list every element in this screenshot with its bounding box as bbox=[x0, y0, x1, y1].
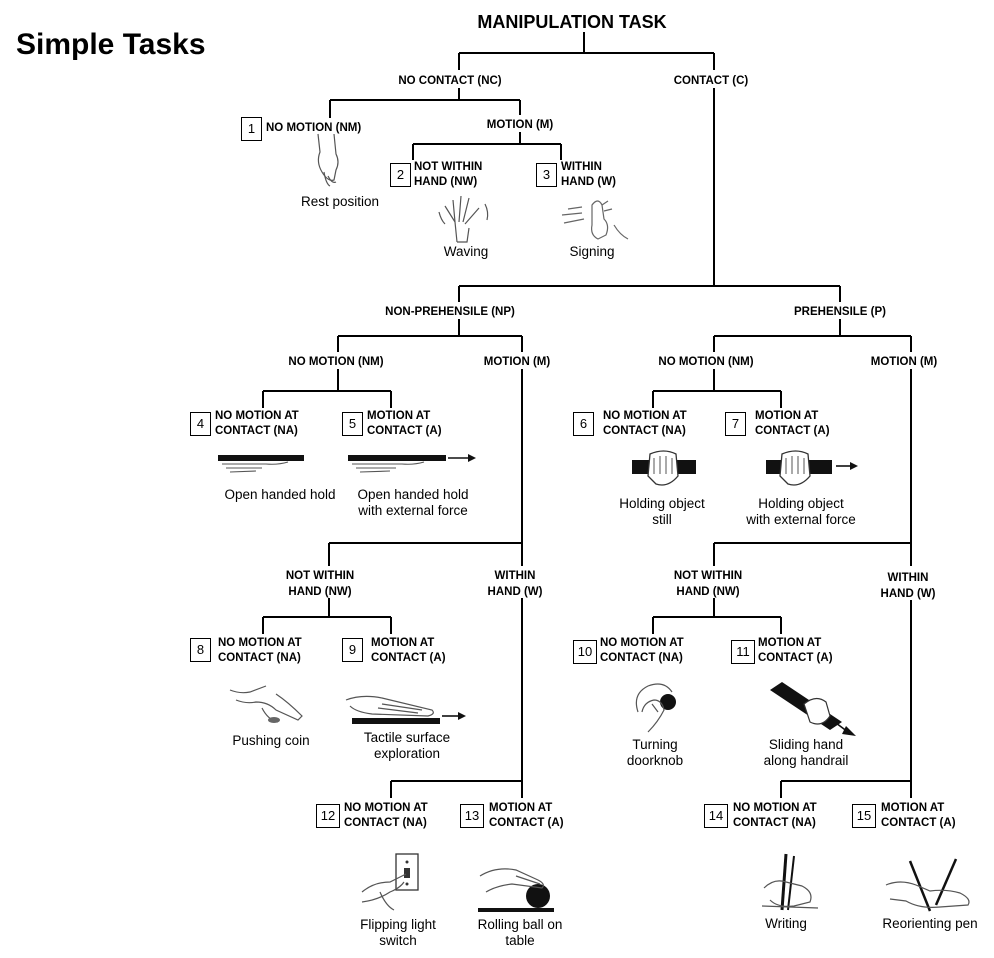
root-node: MANIPULATION TASK bbox=[477, 12, 667, 32]
open-hand-hold-icon bbox=[218, 455, 304, 473]
writing-hand-icon bbox=[761, 853, 819, 911]
leaf-label: NO MOTION (NM) bbox=[266, 122, 362, 134]
waving-hand-icon bbox=[438, 195, 489, 243]
leaf-caption: Writing bbox=[765, 916, 807, 931]
leaf-number-box: 4 bbox=[190, 412, 211, 436]
signing-hand-icon bbox=[561, 200, 629, 240]
leaf-number-box: 6 bbox=[573, 412, 594, 436]
fist-hold-icon bbox=[632, 450, 696, 486]
leaf-number-box: 2 bbox=[390, 163, 411, 187]
leaf-number-box: 5 bbox=[342, 412, 363, 436]
leaf-number-box: 13 bbox=[460, 804, 484, 828]
leaf-caption: Waving bbox=[443, 244, 489, 259]
leaf-number-box: 3 bbox=[536, 163, 557, 187]
leaf-caption: Rest position bbox=[300, 194, 380, 209]
hand-rest-icon bbox=[317, 133, 339, 187]
branch-np-no-motion: NO MOTION (NM) bbox=[288, 356, 384, 368]
leaf-number-box: 15 bbox=[852, 804, 876, 828]
branch-contact: CONTACT (C) bbox=[673, 75, 749, 87]
leaf-number-box: 8 bbox=[190, 638, 211, 662]
reorienting-pen-icon bbox=[885, 858, 970, 912]
rolling-ball-icon bbox=[478, 868, 554, 912]
pushing-coin-icon bbox=[229, 685, 303, 723]
branch-nc-motion: MOTION (M) bbox=[486, 119, 554, 131]
leaf-caption: Open handed hold bbox=[224, 487, 336, 502]
leaf-number-box: 11 bbox=[731, 640, 755, 664]
leaf-number-box: 12 bbox=[316, 804, 340, 828]
branch-prehensile: PREHENSILE (P) bbox=[793, 306, 887, 318]
leaf-number-box: 1 bbox=[241, 117, 262, 141]
leaf-number-box: 7 bbox=[725, 412, 746, 436]
leaf-number-box: 14 bbox=[704, 804, 728, 828]
open-hand-force-icon bbox=[348, 454, 476, 473]
branch-no-contact: NO CONTACT (NC) bbox=[398, 75, 502, 87]
leaf-caption: Reorienting pen bbox=[882, 916, 978, 931]
corner-title: Simple Tasks bbox=[16, 28, 206, 61]
doorknob-icon bbox=[635, 683, 676, 733]
leaf-caption: Signing bbox=[569, 244, 615, 259]
branch-non-prehensile: NON-PREHENSILE (NP) bbox=[385, 306, 515, 318]
handrail-slide-icon bbox=[770, 682, 856, 736]
leaf-caption: Pushing coin bbox=[232, 733, 310, 748]
branch-np-motion: MOTION (M) bbox=[483, 356, 551, 368]
tactile-surface-icon bbox=[345, 695, 466, 724]
leaf-number-box: 9 bbox=[342, 638, 363, 662]
leaf-number-box: 10 bbox=[573, 640, 597, 664]
light-switch-icon bbox=[361, 853, 419, 911]
branch-p-motion: MOTION (M) bbox=[870, 356, 938, 368]
branch-p-no-motion: NO MOTION (NM) bbox=[658, 356, 754, 368]
fist-force-icon bbox=[766, 450, 858, 486]
